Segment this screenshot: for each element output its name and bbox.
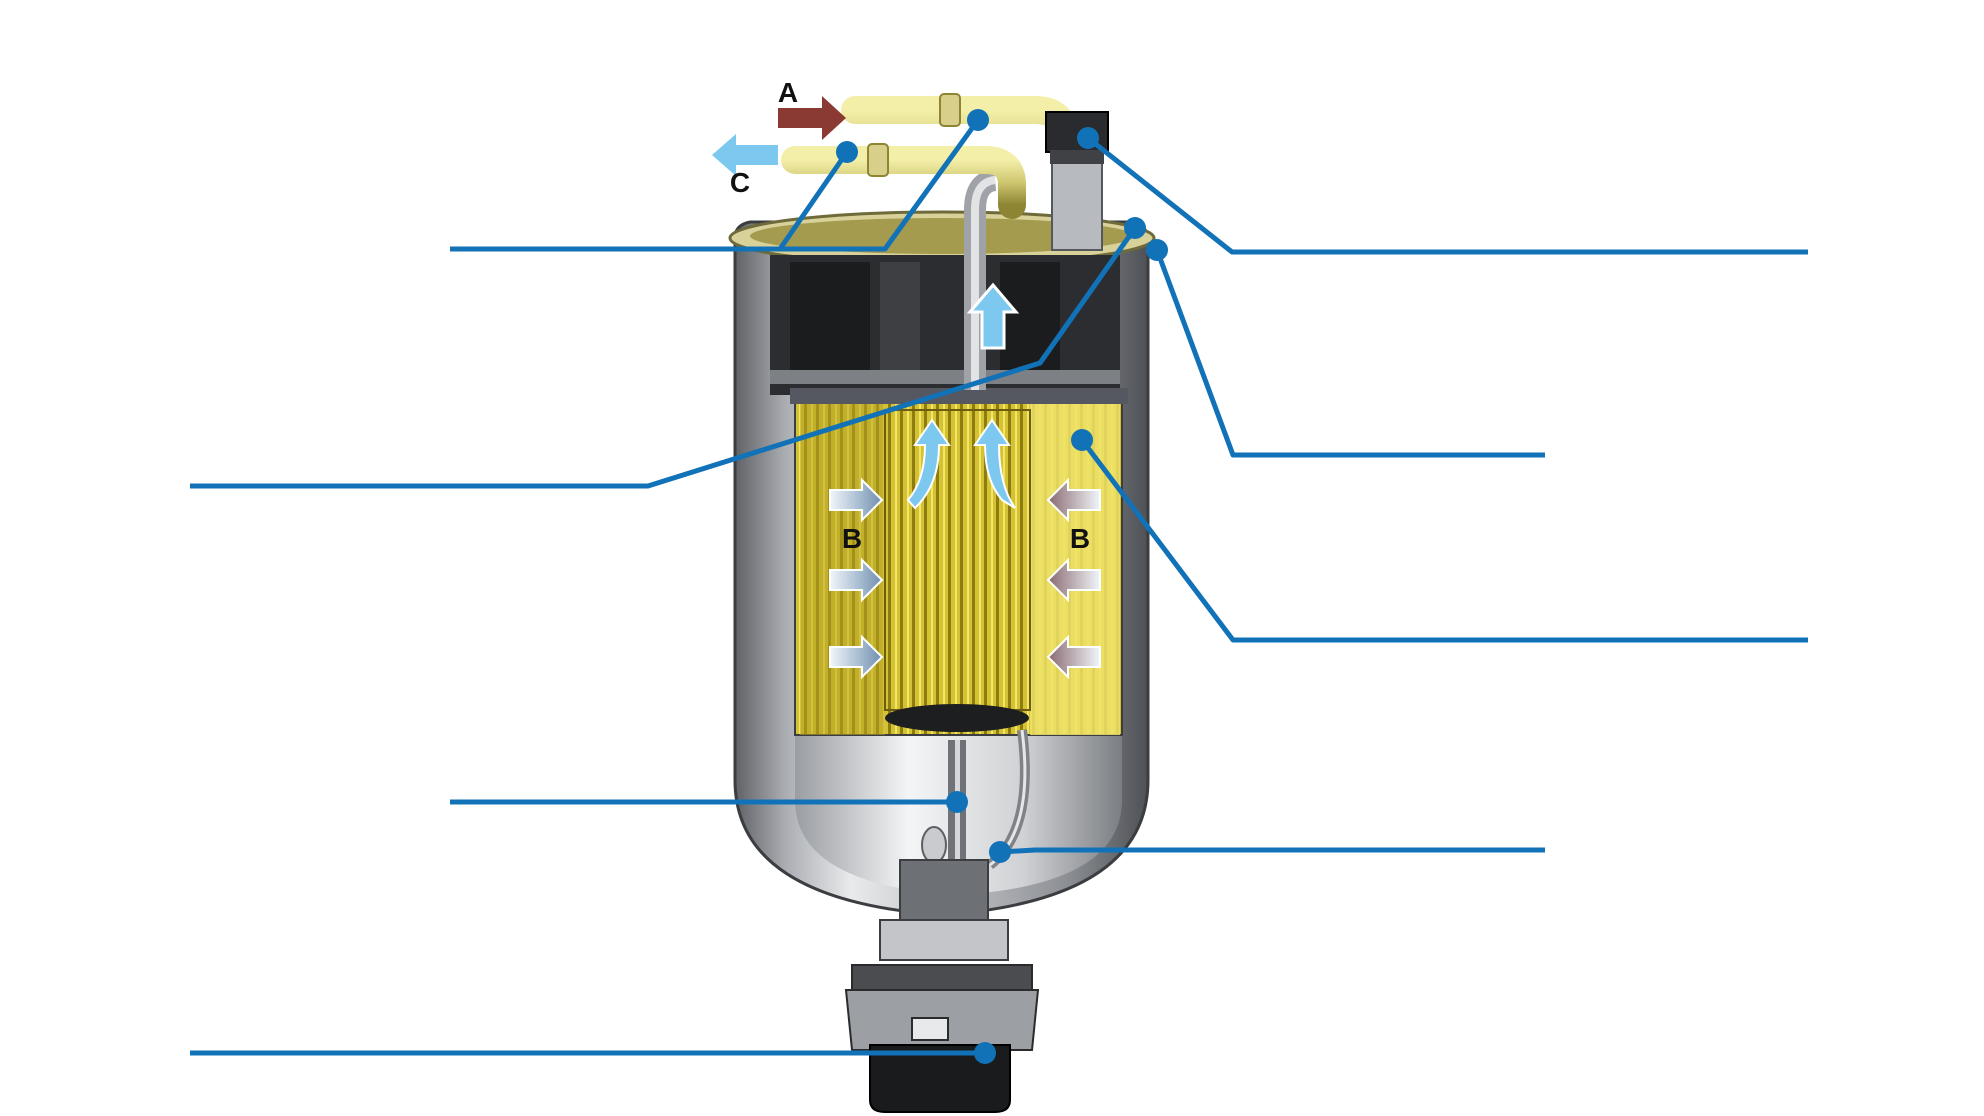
flow-label-inlet: A: [778, 77, 798, 108]
leader-filter-element: [1080, 438, 1808, 643]
callout-dot-outlet: [836, 141, 858, 163]
leader-housing-rim: [1154, 249, 1545, 458]
callout-dot-housing-rim: [1146, 239, 1168, 261]
flow-label-outlet: C: [730, 167, 750, 198]
outlet-flow-arrow: [712, 134, 778, 176]
inward-flow-arrows-left: [829, 477, 884, 680]
flow-label-filter-left: B: [842, 523, 862, 554]
clean-fuel-up-arrow: [966, 282, 1020, 350]
center-outlet-tube: [964, 169, 998, 390]
inlet-flow-arrow: [778, 96, 846, 140]
bleed-screw: [1045, 111, 1109, 251]
callout-dot-inlet: [967, 109, 989, 131]
housing-cutaway: [770, 255, 1122, 895]
leader-head-seal: [190, 226, 1138, 489]
outlet-pipe: [781, 143, 1026, 219]
drain-valve-assembly: [844, 859, 1040, 1113]
leader-inlet-connection: [780, 118, 981, 252]
leader-drain-tube: [999, 847, 1545, 855]
inward-flow-arrows-right: [1046, 477, 1101, 680]
callout-dot-filter-element: [1071, 429, 1093, 451]
leader-bleed-screw: [1086, 136, 1808, 255]
flow-label-filter-right: B: [1070, 523, 1090, 554]
callout-dot-head-seal: [1124, 217, 1146, 239]
filter-element: [790, 388, 1128, 736]
callout-leaders: [190, 109, 1808, 1064]
callout-dot-bleed-screw: [1077, 127, 1099, 149]
clean-fuel-center-arrows: [906, 418, 1016, 510]
callout-dot-water-sensor: [946, 791, 968, 813]
callout-dot-drain-connector: [974, 1042, 996, 1064]
callout-dot-drain-tube: [989, 841, 1011, 863]
